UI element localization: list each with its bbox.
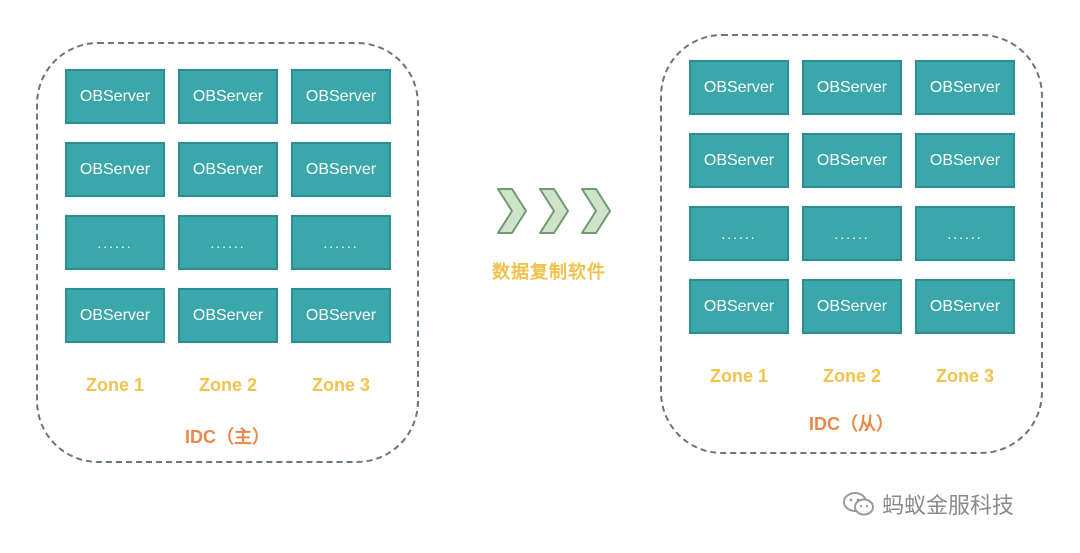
server-box: OBServer <box>802 60 902 115</box>
zone-label: Zone 1 <box>709 366 768 386</box>
ellipsis-box: ...... <box>802 206 902 261</box>
server-box: OBServer <box>291 288 391 343</box>
idc-secondary-label: IDC（从） <box>809 414 894 434</box>
server-box: OBServer <box>178 288 278 343</box>
server-box: OBServer <box>802 279 902 334</box>
server-box: OBServer <box>689 60 789 115</box>
chevron-arrows-icon <box>497 188 611 234</box>
ellipsis-box: ...... <box>291 215 391 270</box>
server-box: OBServer <box>291 69 391 124</box>
server-grid: OBServer OBServer OBServer OBServer OBSe… <box>65 69 391 343</box>
zone-label: Zone 2 <box>822 366 881 386</box>
ellipsis-box: ...... <box>915 206 1015 261</box>
server-grid: OBServer OBServer OBServer OBServer OBSe… <box>689 60 1015 334</box>
zone-labels: Zone 1 Zone 2 Zone 3 <box>689 366 1015 387</box>
ellipsis-box: ...... <box>689 206 789 261</box>
zone-labels: Zone 1 Zone 2 Zone 3 <box>65 375 391 396</box>
server-box: OBServer <box>915 133 1015 188</box>
server-box: OBServer <box>65 69 165 124</box>
server-box: OBServer <box>689 133 789 188</box>
replication-label: 数据复制软件 <box>492 262 606 282</box>
zone-label: Zone 3 <box>935 366 994 386</box>
chevron-icon <box>497 188 527 234</box>
wechat-icon <box>843 492 874 516</box>
server-box: OBServer <box>178 142 278 197</box>
idc-primary-label: IDC（主） <box>185 427 270 447</box>
watermark: 蚂蚁金服科技 <box>842 488 1014 520</box>
idc-secondary-container: OBServer OBServer OBServer OBServer OBSe… <box>660 34 1043 454</box>
chevron-icon <box>539 188 569 234</box>
server-box: OBServer <box>65 288 165 343</box>
ellipsis-box: ...... <box>65 215 165 270</box>
zone-label: Zone 2 <box>198 375 257 395</box>
server-box: OBServer <box>915 279 1015 334</box>
server-box: OBServer <box>178 69 278 124</box>
chevron-icon <box>581 188 611 234</box>
zone-label: Zone 3 <box>311 375 370 395</box>
idc-primary-container: OBServer OBServer OBServer OBServer OBSe… <box>36 42 419 463</box>
server-box: OBServer <box>291 142 391 197</box>
ellipsis-box: ...... <box>178 215 278 270</box>
server-box: OBServer <box>802 133 902 188</box>
server-box: OBServer <box>65 142 165 197</box>
server-box: OBServer <box>689 279 789 334</box>
server-box: OBServer <box>915 60 1015 115</box>
watermark-text: 蚂蚁金服科技 <box>882 493 1015 518</box>
zone-label: Zone 1 <box>85 375 144 395</box>
